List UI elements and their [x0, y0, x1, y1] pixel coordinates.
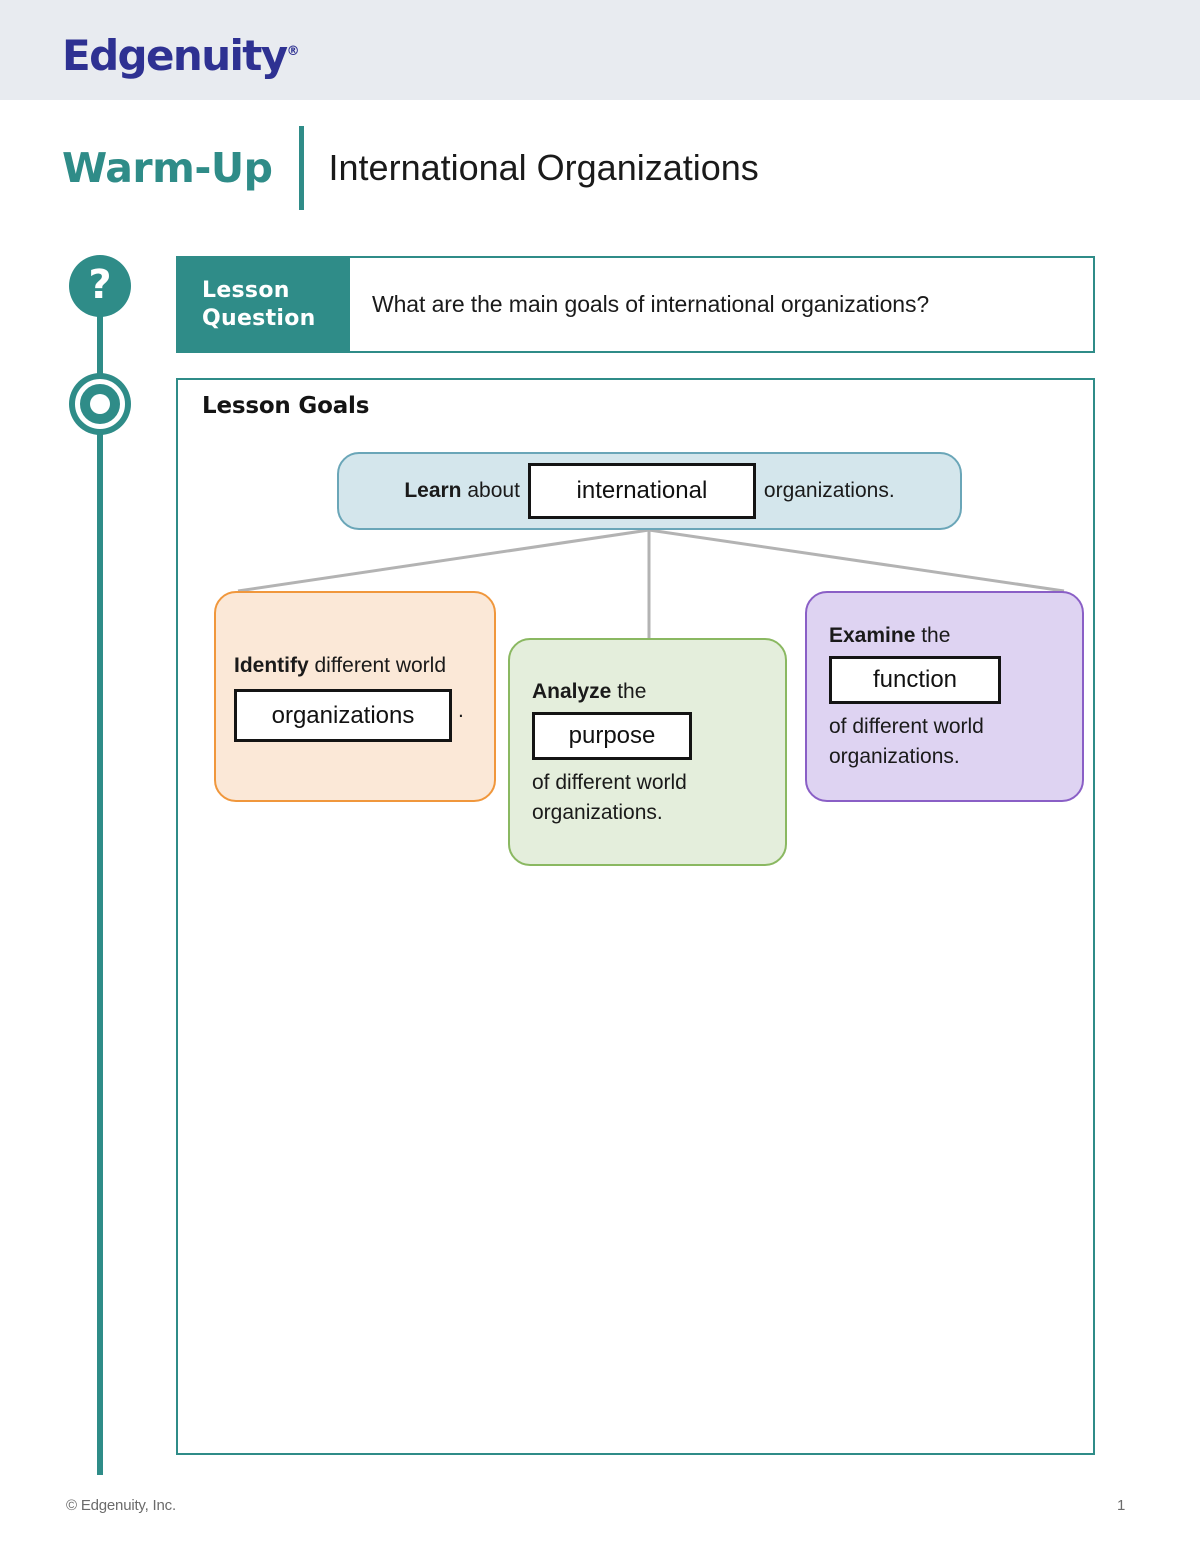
- node-analyze-after-blank-line2: organizations.: [532, 800, 663, 824]
- diagram-node-analyze-content: Analyze the purpose of different world o…: [510, 677, 785, 828]
- logo-wordmark: Edgenuity: [62, 31, 288, 80]
- title-main: International Organizations: [328, 147, 759, 188]
- lesson-goals-heading: Lesson Goals: [202, 393, 370, 419]
- node-identify-lead: Identify: [234, 654, 309, 677]
- node-examine-before-blank: the: [915, 624, 951, 647]
- target-ring: [75, 379, 125, 429]
- node-analyze-lead: Analyze: [532, 679, 612, 703]
- lesson-question-text: What are the main goals of international…: [372, 291, 930, 317]
- node-analyze-after-blank-line1: of different world: [532, 770, 687, 794]
- lesson-question-label: Lesson Question: [178, 258, 350, 351]
- title-kicker: Warm-Up: [62, 144, 273, 192]
- node-examine-blank-field[interactable]: function: [829, 656, 1001, 704]
- logo-registered-icon: ®: [286, 44, 300, 59]
- node-learn-before-blank: about: [461, 479, 520, 502]
- node-analyze-before-blank: the: [611, 679, 647, 703]
- node-learn-lead: Learn: [404, 479, 462, 502]
- edgenuity-logo: Edgenuity®: [62, 26, 300, 82]
- diagram-connectors: [237, 528, 1065, 638]
- node-examine-after-blank-line1: of different world: [829, 715, 984, 738]
- page-title: Warm-Up International Organizations: [62, 126, 759, 210]
- lesson-goals-box: Lesson Goals Learn about international o…: [176, 378, 1095, 1455]
- footer-copyright: © Edgenuity, Inc.: [66, 1497, 176, 1514]
- node-identify-blank-field[interactable]: organizations: [234, 689, 452, 742]
- diagram-node-examine-content: Examine the function of different world …: [807, 621, 1082, 772]
- node-examine-lead: Examine: [829, 624, 916, 647]
- header-band: Edgenuity®: [0, 0, 1200, 101]
- diagram-node-identify: Identify different world organizations.: [214, 591, 496, 802]
- header-divider: [0, 100, 1200, 101]
- diagram-node-analyze: Analyze the purpose of different world o…: [508, 638, 787, 866]
- pinwheel-decoration-icon: [870, 0, 1200, 101]
- diagram-node-learn-content: Learn about international organizations.: [404, 463, 895, 519]
- diagram-node-identify-content: Identify different world organizations.: [216, 651, 494, 742]
- lesson-question-label-line1: Lesson: [202, 277, 290, 303]
- footer-page-number: 1: [1117, 1497, 1126, 1514]
- node-analyze-blank-field[interactable]: purpose: [532, 711, 692, 760]
- diagram-node-learn: Learn about international organizations.: [337, 452, 962, 530]
- rail-connector-line: [97, 290, 103, 1475]
- node-identify-before-blank: different world: [308, 654, 447, 677]
- title-divider: [298, 126, 304, 210]
- target-center-dot: [90, 394, 110, 414]
- lesson-question-label-line2: Question: [202, 305, 316, 331]
- node-learn-after-blank: organizations.: [763, 479, 895, 502]
- node-examine-after-blank-line2: organizations.: [829, 745, 960, 768]
- target-bullseye-icon: [69, 373, 131, 435]
- node-learn-blank-field[interactable]: international: [527, 463, 756, 519]
- node-identify-after-blank: .: [458, 699, 464, 723]
- lesson-goals-diagram: Learn about international organizations.…: [178, 380, 1093, 1453]
- question-mark-icon: ?: [69, 255, 131, 317]
- lesson-question-box: Lesson Question What are the main goals …: [176, 256, 1095, 353]
- diagram-node-examine: Examine the function of different world …: [805, 591, 1084, 802]
